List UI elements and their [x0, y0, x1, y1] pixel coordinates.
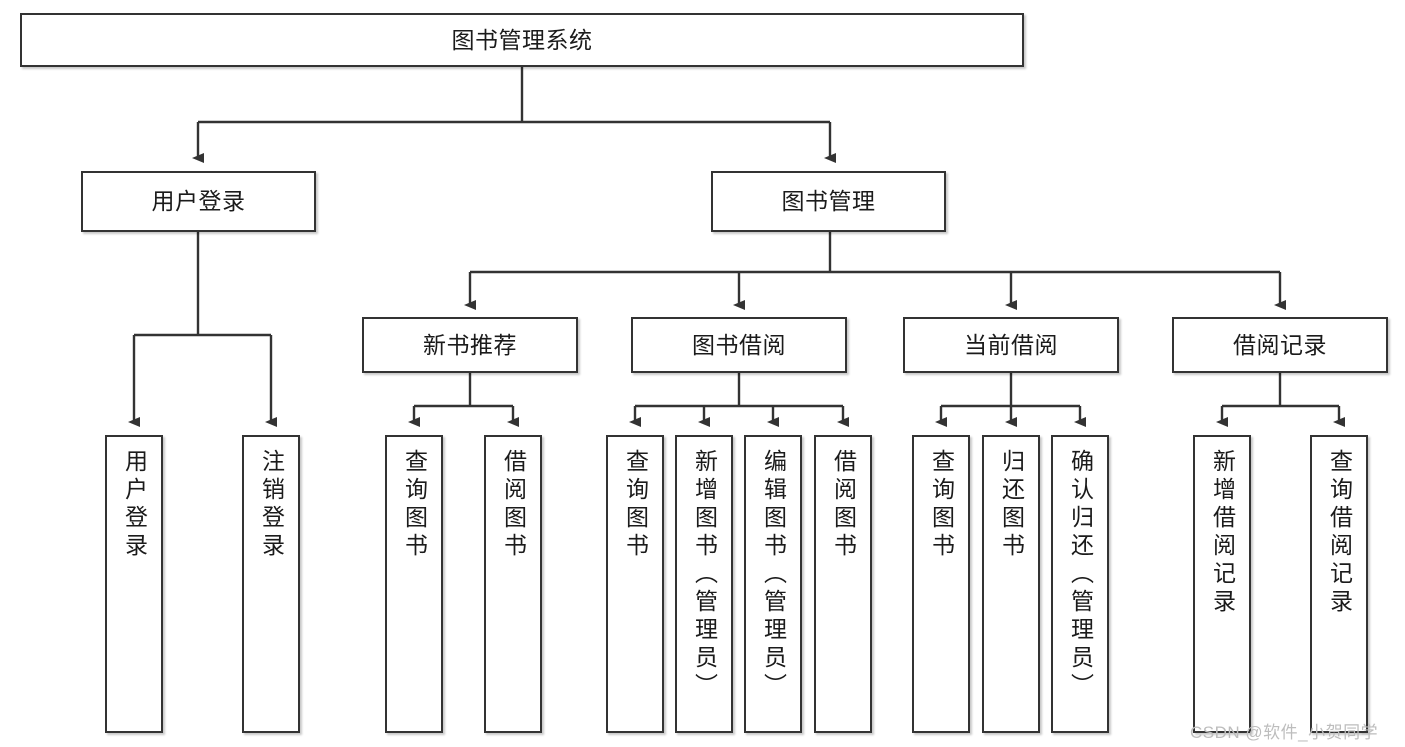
node-label: 确认归还（管理员）	[1067, 449, 1094, 701]
node-label: 借阅图书	[500, 449, 527, 561]
leaf-query-book-1[interactable]: 查询图书	[385, 435, 443, 733]
node-label: 图书管理系统	[451, 26, 593, 53]
leaf-return-book[interactable]: 归还图书	[982, 435, 1040, 733]
node-user-login[interactable]: 用户登录	[81, 171, 316, 232]
csdn-watermark: CSDN @软件_小贺同学	[1190, 723, 1379, 742]
leaf-add-book[interactable]: 新增图书（管理员）	[675, 435, 733, 733]
node-label: 新增图书（管理员）	[691, 449, 718, 701]
node-label: 新书推荐	[423, 331, 517, 358]
leaf-query-record[interactable]: 查询借阅记录	[1310, 435, 1368, 733]
node-label: 借阅图书	[830, 449, 857, 561]
leaf-query-book-2[interactable]: 查询图书	[606, 435, 664, 733]
node-borrow-record[interactable]: 借阅记录	[1172, 317, 1388, 373]
node-label: 图书管理	[781, 188, 876, 215]
leaf-edit-book[interactable]: 编辑图书（管理员）	[744, 435, 802, 733]
node-label: 借阅记录	[1233, 331, 1327, 358]
leaf-borrow-book-1[interactable]: 借阅图书	[484, 435, 542, 733]
node-book-borrow[interactable]: 图书借阅	[631, 317, 847, 373]
node-label: 查询图书	[401, 449, 428, 561]
leaf-borrow-book-2[interactable]: 借阅图书	[814, 435, 872, 733]
node-label: 当前借阅	[964, 331, 1058, 358]
node-label: 图书借阅	[692, 331, 786, 358]
node-label: 注销登录	[258, 449, 285, 561]
node-current-borrow[interactable]: 当前借阅	[903, 317, 1119, 373]
node-label: 查询借阅记录	[1326, 449, 1353, 617]
node-label: 编辑图书（管理员）	[760, 449, 787, 701]
leaf-user-login[interactable]: 用户登录	[105, 435, 163, 733]
node-label: 新增借阅记录	[1209, 449, 1236, 617]
node-new-book-recommend[interactable]: 新书推荐	[362, 317, 578, 373]
node-label: 用户登录	[121, 449, 148, 561]
leaf-query-book-3[interactable]: 查询图书	[912, 435, 970, 733]
leaf-logout-login[interactable]: 注销登录	[242, 435, 300, 733]
node-label: 查询图书	[928, 449, 955, 561]
node-label: 查询图书	[622, 449, 649, 561]
node-book-management[interactable]: 图书管理	[711, 171, 946, 232]
leaf-add-record[interactable]: 新增借阅记录	[1193, 435, 1251, 733]
node-book-management-system[interactable]: 图书管理系统	[20, 13, 1024, 67]
node-label: 用户登录	[151, 188, 246, 215]
leaf-confirm-return[interactable]: 确认归还（管理员）	[1051, 435, 1109, 733]
node-label: 归还图书	[998, 449, 1025, 561]
